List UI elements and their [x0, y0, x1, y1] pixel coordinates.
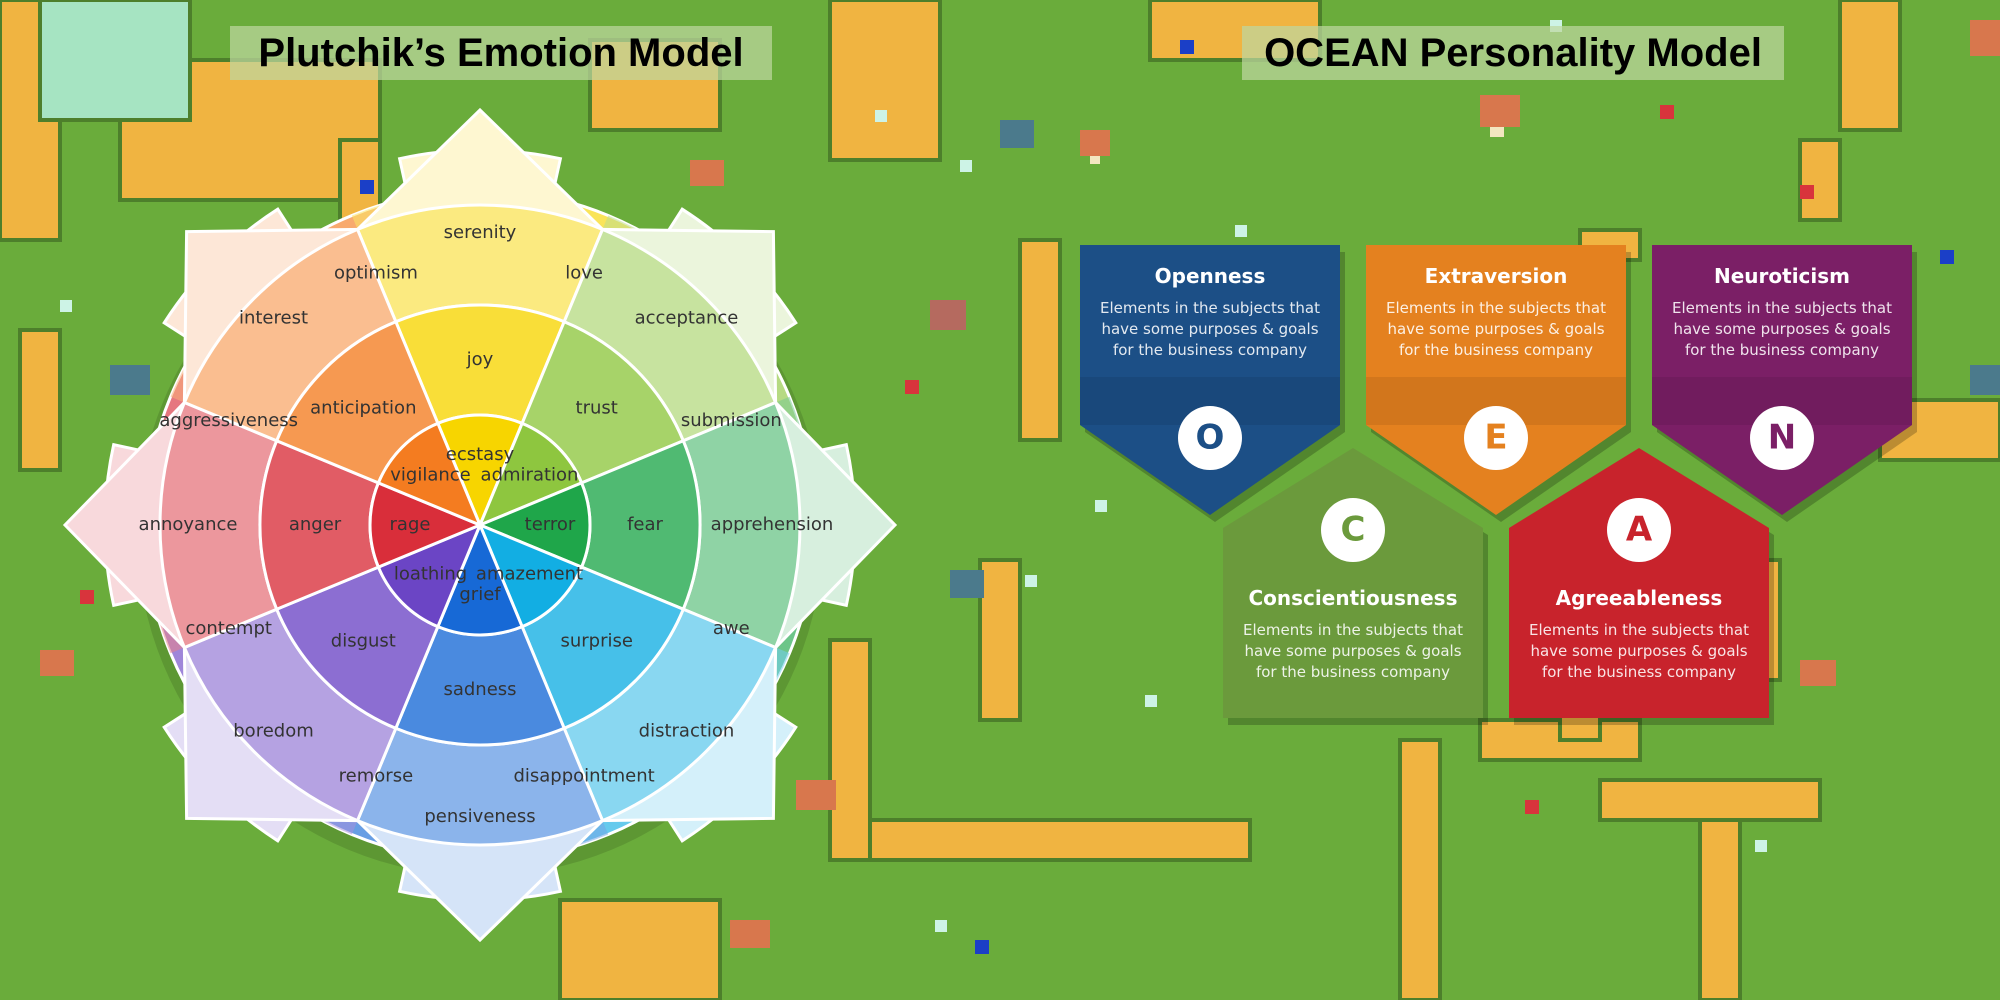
wheel-label-contempt: contempt [185, 618, 271, 639]
wheel-petal-disgust [162, 522, 483, 843]
ocean-letter-a: A [1626, 510, 1653, 550]
ocean-card-description: for the business company [1399, 341, 1593, 359]
ocean-card-title: Openness [1155, 264, 1266, 288]
wheel-label-apprehension: apprehension [711, 514, 834, 535]
ocean-card-description: for the business company [1256, 663, 1450, 681]
ocean-card-description: have some purposes & goals [1387, 320, 1604, 338]
ocean-title: OCEAN Personality Model [1242, 26, 1784, 80]
ocean-card-description: for the business company [1113, 341, 1307, 359]
ocean-letter-badge [1464, 406, 1528, 470]
ocean-card-description: for the business company [1542, 663, 1736, 681]
wheel-label-distraction: distraction [639, 721, 735, 742]
wheel-petal-joy [353, 107, 607, 529]
wheel-label-love: love [565, 263, 603, 284]
wheel-petal-fear [476, 398, 898, 652]
ocean-letter-badge [1321, 498, 1385, 562]
ocean-card-title: Extraversion [1425, 264, 1568, 288]
ocean-card-shape [1223, 448, 1483, 718]
ocean-card-description: Elements in the subjects that [1100, 299, 1320, 317]
ocean-card-title: Conscientiousness [1249, 586, 1458, 610]
ocean-card-shape [1366, 245, 1626, 515]
ocean-card-title: Neuroticism [1714, 264, 1850, 288]
ocean-card-description: have some purposes & goals [1673, 320, 1890, 338]
wheel-label-serenity: serenity [444, 222, 517, 243]
wheel-label-awe: awe [713, 618, 750, 639]
wheel-label-trust: trust [576, 397, 618, 418]
wheel-label-amazement: amazement [476, 564, 583, 585]
ocean-letter-badge [1607, 498, 1671, 562]
ocean-card-description: Elements in the subjects that [1386, 299, 1606, 317]
wheel-label-anticipation: anticipation [310, 397, 416, 418]
ocean-letter-c: C [1341, 510, 1366, 550]
wheel-petal-anticipation [162, 207, 483, 528]
wheel-label-surprise: surprise [560, 631, 632, 652]
ocean-letter-badge [1178, 406, 1242, 470]
wheel-label-pensiveness: pensiveness [424, 806, 535, 827]
ocean-card-description: have some purposes & goals [1101, 320, 1318, 338]
wheel-petal-anger [62, 398, 484, 652]
ocean-card-description: Elements in the subjects that [1529, 621, 1749, 639]
wheel-label-sadness: sadness [443, 679, 516, 700]
wheel-label-grief: grief [459, 584, 501, 605]
wheel-label-admiration: admiration [481, 465, 579, 486]
wheel-label-disgust: disgust [331, 631, 396, 652]
wheel-label-terror: terror [525, 514, 576, 535]
ocean-letter-o: O [1196, 418, 1225, 458]
ocean-letter-n: N [1768, 418, 1796, 458]
wheel-label-joy: joy [466, 349, 494, 370]
wheel-petal-sadness [353, 521, 607, 943]
ocean-card-description: have some purposes & goals [1530, 642, 1747, 660]
ocean-letter-badge [1750, 406, 1814, 470]
wheel-label-remorse: remorse [339, 765, 413, 786]
wheel-label-anger: anger [289, 514, 342, 535]
ocean-card-description: have some purposes & goals [1244, 642, 1461, 660]
ocean-card-title: Agreeableness [1556, 586, 1723, 610]
ocean-card-shape [1509, 448, 1769, 718]
wheel-petal-surprise [477, 522, 798, 843]
plutchik-emotion-wheel: ecstasy joy serenity love admiration trust acc… [62, 107, 898, 943]
ocean-card-shape [1652, 245, 1912, 515]
wheel-label-boredom: boredom [233, 721, 314, 742]
wheel-label-ecstasy: ecstasy [446, 444, 515, 465]
wheel-label-aggressiveness: aggressiveness [159, 410, 298, 431]
wheel-label-rage: rage [390, 514, 431, 535]
wheel-label-optimism: optimism [334, 263, 418, 284]
wheel-label-fear: fear [627, 514, 663, 535]
plutchik-title: Plutchik’s Emotion Model [230, 26, 772, 80]
ocean-letter-e: E [1484, 418, 1507, 458]
ocean-card-description: for the business company [1685, 341, 1879, 359]
wheel-label-annoyance: annoyance [139, 514, 238, 535]
wheel-label-submission: submission [681, 410, 782, 431]
ocean-card-description: Elements in the subjects that [1243, 621, 1463, 639]
wheel-label-disappointment: disappointment [513, 765, 654, 786]
wheel-label-vigilance: vigilance [390, 465, 471, 486]
ocean-card-description: Elements in the subjects that [1672, 299, 1892, 317]
wheel-label-interest: interest [239, 308, 308, 329]
wheel-label-loathing: loathing [394, 564, 467, 585]
wheel-label-acceptance: acceptance [635, 308, 739, 329]
ocean-card-shape [1080, 245, 1340, 515]
